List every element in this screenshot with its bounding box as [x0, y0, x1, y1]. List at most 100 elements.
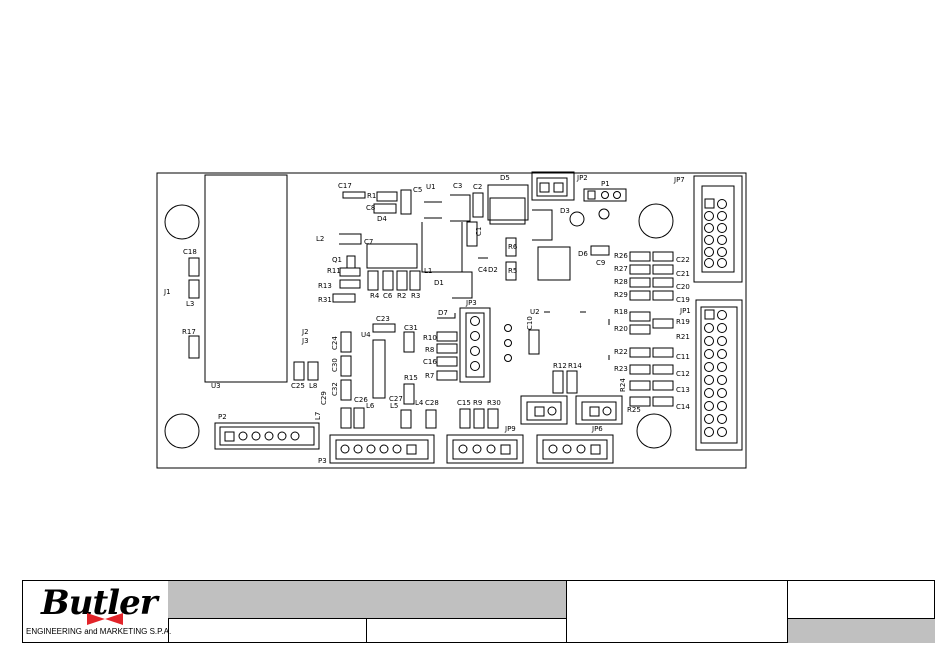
component-label: R30	[487, 399, 501, 407]
component-label: R8	[425, 346, 434, 354]
title-block: Butler ENGINEERING and MARKETING S.P.A.	[22, 580, 935, 643]
title-field-cell-shaded	[788, 619, 935, 643]
component-label: L2	[316, 235, 324, 243]
component-label: R4	[370, 292, 380, 300]
title-header-cell	[168, 581, 567, 619]
component-label: P2	[218, 413, 227, 421]
component-label: C22	[676, 256, 690, 264]
component-label: C32	[331, 382, 339, 396]
header-jp7-pins	[704, 198, 727, 268]
component-label: D5	[500, 174, 510, 182]
component-label: JP9	[504, 425, 516, 433]
component-label: C23	[376, 315, 390, 323]
header-jp7-outline	[693, 175, 743, 283]
component-label: C27	[389, 395, 403, 403]
component-label: R5	[508, 267, 517, 275]
component-label: R9	[473, 399, 482, 407]
logo-wordmark: Butler	[41, 583, 158, 623]
component-label: R21	[676, 333, 690, 341]
header-jp7-inner	[701, 185, 735, 273]
component-label: D4	[377, 215, 387, 223]
header-jp1-pins	[704, 309, 727, 437]
component-label: D7	[438, 309, 448, 317]
component-label: R15	[404, 374, 418, 382]
component-label: C6	[383, 292, 393, 300]
component-label: U2	[530, 308, 540, 316]
component-label: R24	[619, 378, 627, 392]
component-label: C31	[404, 324, 418, 332]
title-field-cell	[367, 619, 567, 643]
component-label: C24	[331, 336, 339, 350]
connector-p3	[329, 434, 435, 464]
component-label: R29	[614, 291, 628, 299]
mounting-hole	[164, 413, 200, 449]
component-label: R26	[614, 252, 628, 260]
connector-jp6	[536, 434, 614, 464]
component-label: Q1	[332, 256, 342, 264]
component-label: C9	[596, 259, 605, 267]
board-outline	[156, 172, 747, 469]
component-label: D1	[434, 279, 444, 287]
component-label: R28	[614, 278, 628, 286]
component-label: R1	[367, 192, 376, 200]
component-label: C5	[413, 186, 422, 194]
component-label: R31	[318, 296, 332, 304]
component-label: U1	[426, 183, 436, 191]
component-label: C20	[676, 283, 690, 291]
component-label: R14	[568, 362, 582, 370]
header-jp1-outline	[695, 299, 743, 451]
connector-p2	[214, 422, 320, 450]
component-label: J1	[163, 288, 171, 296]
component-label: L4	[415, 399, 424, 407]
component-label: J2	[301, 328, 309, 336]
component-label: C28	[425, 399, 439, 407]
component-label: L5	[390, 402, 398, 410]
mounting-hole	[638, 203, 674, 239]
component-body-u3	[204, 174, 288, 383]
mounting-hole	[164, 204, 200, 240]
component-label: C2	[473, 183, 482, 191]
component-label: C25	[291, 382, 305, 390]
component-label: C7	[364, 238, 373, 246]
component-label: R11	[327, 267, 341, 275]
pcb-layout-drawing: C17R1C8C5U1C3C2D5JP2P1JP7D4D3C1L2C7R6D6C…	[156, 171, 747, 469]
component-label: C21	[676, 270, 690, 278]
component-label: R12	[553, 362, 567, 370]
header-jp1-inner	[700, 306, 738, 444]
component-label: P1	[601, 180, 610, 188]
component-label: C11	[676, 353, 690, 361]
component-label: C10	[526, 316, 534, 330]
component-label: R25	[627, 406, 641, 414]
component-label: R10	[423, 334, 437, 342]
component-label: J3	[301, 337, 309, 345]
component-label: P3	[318, 457, 327, 465]
component-label: C19	[676, 296, 690, 304]
component-label: D6	[578, 250, 588, 258]
connector-p1	[583, 188, 627, 202]
component-label: C18	[183, 248, 197, 256]
component-label: C17	[338, 182, 352, 190]
component-label: JP2	[576, 174, 588, 182]
component-label: R17	[182, 328, 196, 336]
component-label: R23	[614, 365, 628, 373]
component-label: C29	[320, 391, 328, 405]
header-jp3	[459, 307, 491, 383]
component-label: L6	[366, 402, 375, 410]
component-label: R7	[425, 372, 434, 380]
component-label: C26	[354, 396, 368, 404]
component-label: C8	[366, 204, 375, 212]
mounting-hole	[636, 413, 672, 449]
header-jp2	[531, 171, 575, 201]
component-label: JP6	[591, 425, 603, 433]
component-label: C14	[676, 403, 690, 411]
component-label: L3	[186, 300, 194, 308]
connector-jp9	[446, 434, 524, 464]
component-label: U4	[361, 331, 371, 339]
component-label: R3	[411, 292, 420, 300]
component-label: U3	[211, 382, 221, 390]
component-label: C1	[475, 227, 483, 236]
title-field-cell	[567, 581, 788, 643]
component-label: C30	[331, 358, 339, 372]
component-label: JP7	[673, 176, 685, 184]
